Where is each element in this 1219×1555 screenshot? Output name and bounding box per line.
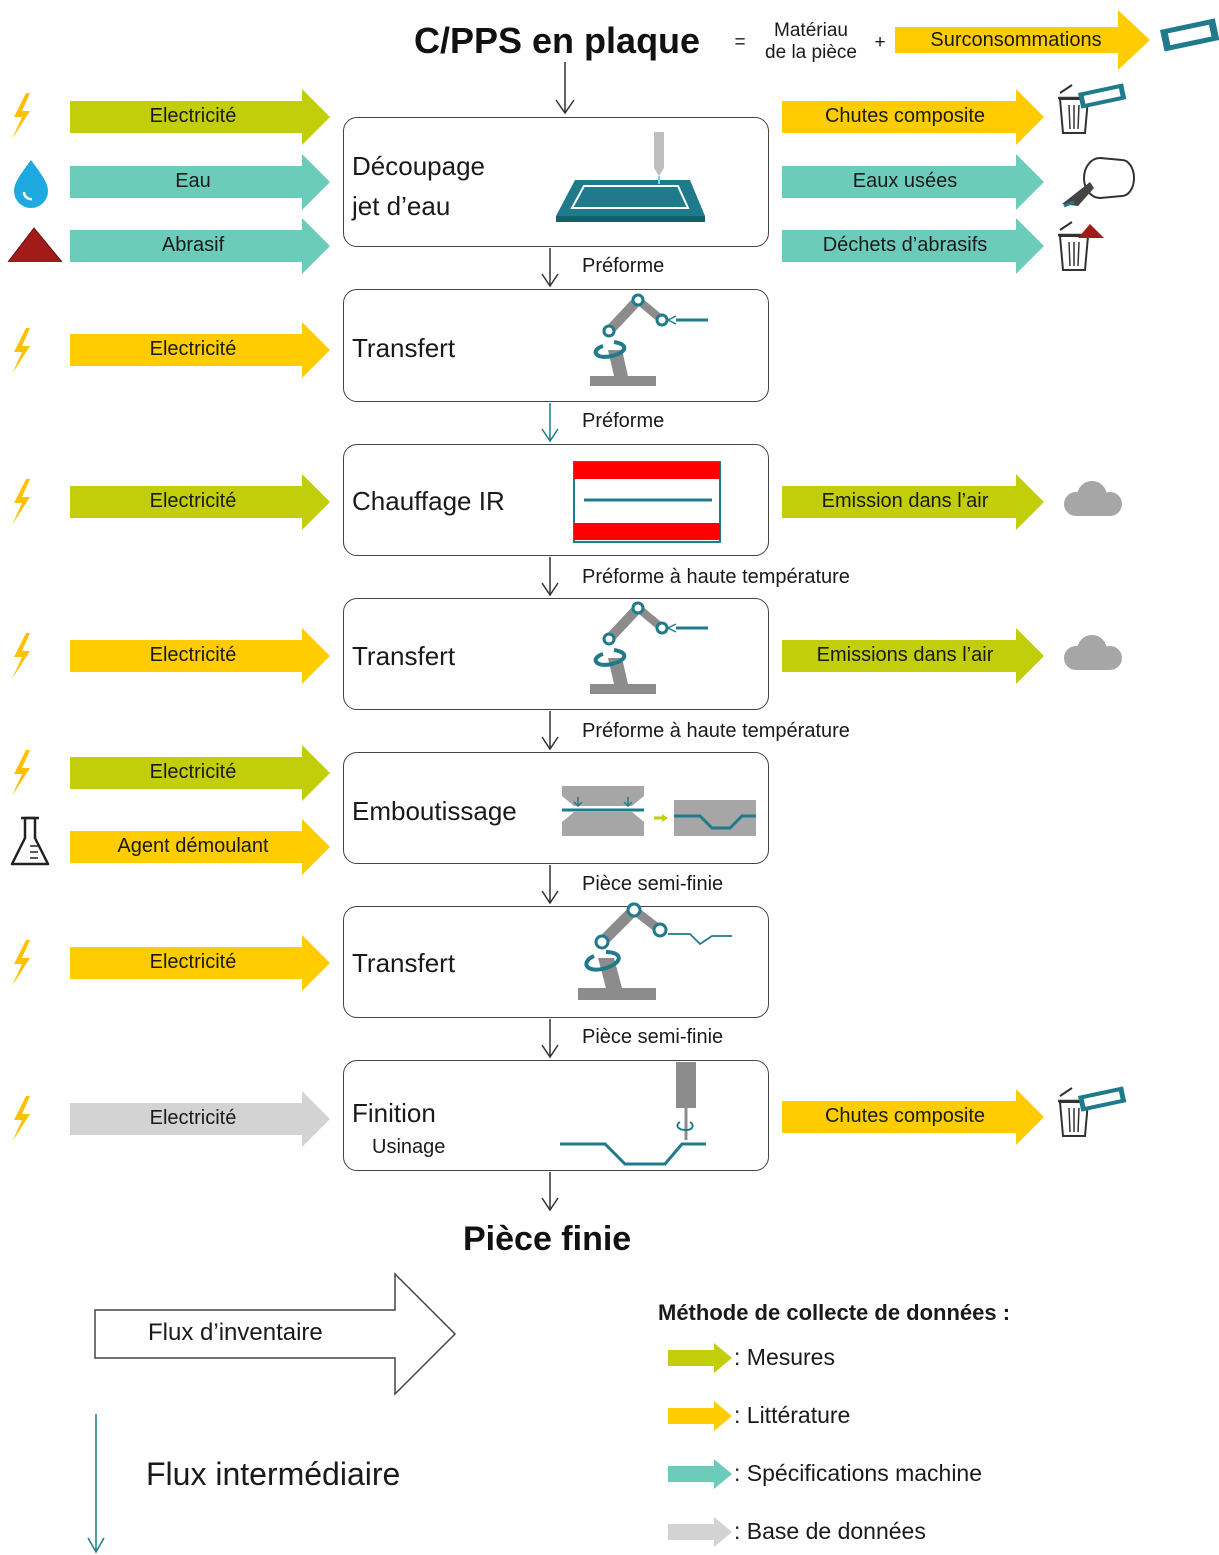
composite-plate-icon <box>1160 18 1219 52</box>
input-flow-arrow <box>70 322 330 378</box>
legend-intermediate-label: Flux intermédiaire <box>146 1456 401 1492</box>
flow-arrow-2 <box>541 403 559 443</box>
flow-arrow-5 <box>541 865 559 905</box>
step-label-transfert-3: Transfert <box>352 948 456 978</box>
output-flow-label: Emissions dans l’air <box>816 644 994 666</box>
output-flow-arrow <box>782 218 1044 274</box>
material-line2: de la pièce <box>765 42 857 63</box>
step-label-finition: Finition <box>352 1098 436 1128</box>
output-flow-arrow <box>782 628 1044 684</box>
output-flow-label: Emission dans l’air <box>821 490 989 512</box>
lightning-icon <box>12 93 30 139</box>
flask-icon <box>10 816 50 866</box>
input-flow-label: Electricité <box>149 338 237 360</box>
input-flow-arrow <box>70 154 330 210</box>
step-box-transfert-1 <box>343 289 769 402</box>
connector-label-2: Préforme <box>582 410 665 432</box>
diagram-title: C/PPS en plaque <box>414 20 701 61</box>
flow-arrow-6 <box>541 1019 559 1059</box>
input-flow-label: Electricité <box>149 951 237 973</box>
output-flow-arrow <box>782 474 1044 530</box>
trash-bin-icon <box>1056 221 1104 272</box>
legend-item-base: : Base de données <box>734 1518 926 1544</box>
legend-item-mesures: : Mesures <box>734 1344 835 1370</box>
output-flow-arrow <box>782 154 1044 210</box>
abrasive-pile-icon <box>7 227 63 263</box>
step-label-emboutissage: Emboutissage <box>352 796 517 826</box>
legend-swatch-mesures <box>668 1343 732 1373</box>
legend-title: Méthode de collecte de données : <box>658 1300 1011 1325</box>
material-line1: Matériau <box>774 20 848 41</box>
legend-item-litterature: : Littérature <box>734 1402 851 1428</box>
input-flow-arrow <box>70 745 330 801</box>
flow-arrow-4 <box>541 711 559 751</box>
output-flow-label: Chutes composite <box>824 105 986 127</box>
material-label: Matériau de la pièce <box>755 20 867 64</box>
output-flow-label: Déchets d’abrasifs <box>822 234 988 256</box>
input-flow-arrow <box>70 89 330 145</box>
step-label-line1: Découpage <box>352 151 485 181</box>
flow-arrow-1 <box>541 248 559 288</box>
step-box-transfert-3 <box>343 906 769 1018</box>
step-label-decoupage: Découpage jet d’eau <box>352 146 485 226</box>
equals-sign: = <box>734 32 746 53</box>
legend-swatch-specifications <box>668 1459 732 1489</box>
output-flow-arrow <box>782 1089 1044 1145</box>
input-flow-label: Electricité <box>149 761 237 783</box>
step-label-line2: jet d’eau <box>352 191 451 221</box>
final-product-label: Pièce finie <box>463 1220 632 1258</box>
input-flow-label: Electricité <box>149 644 237 666</box>
overconsumption-arrow <box>895 10 1150 70</box>
lightning-icon <box>12 750 30 796</box>
output-flow-label: Chutes composite <box>824 1105 986 1127</box>
output-flow-label: Eaux usées <box>852 170 958 192</box>
step-label-transfert-1: Transfert <box>352 333 456 363</box>
lightning-icon <box>12 940 30 986</box>
input-flow-arrow <box>70 1091 330 1147</box>
step-label-transfert-2: Transfert <box>352 641 456 671</box>
trash-bin-icon <box>1056 1086 1127 1138</box>
lightning-icon <box>12 479 30 525</box>
legend-inventory-label: Flux d’inventaire <box>148 1319 323 1346</box>
output-flow-arrow <box>782 89 1044 145</box>
step-label-chauffage: Chauffage IR <box>352 486 505 516</box>
input-flow-arrow <box>70 819 330 875</box>
wastewater-pipe-icon <box>1062 157 1135 208</box>
cloud-icon <box>1064 635 1122 670</box>
lightning-icon <box>12 328 30 374</box>
overconsumption-label: Surconsommations <box>930 29 1102 51</box>
input-flow-arrow <box>70 628 330 684</box>
legend-inventory-arrow <box>94 1272 457 1396</box>
input-flow-arrow <box>70 935 330 991</box>
flow-arrow-3 <box>541 557 559 597</box>
lightning-icon <box>12 1096 30 1142</box>
connector-label-6: Pièce semi-finie <box>582 1026 724 1048</box>
connector-label-1: Préforme <box>582 255 665 277</box>
input-flow-label: Electricité <box>149 105 237 127</box>
input-flow-arrow <box>70 474 330 530</box>
connector-label-3: Préforme à haute température <box>582 566 850 588</box>
cloud-icon <box>1064 481 1122 516</box>
plus-sign: + <box>874 32 886 53</box>
input-flow-label: Agent démoulant <box>117 835 269 857</box>
input-flow-label: Electricité <box>149 490 237 512</box>
input-flow-label: Electricité <box>149 1107 237 1129</box>
trash-bin-icon <box>1056 83 1127 135</box>
legend-item-specifications: : Spécifications machine <box>734 1460 983 1486</box>
flow-arrow-7 <box>541 1172 559 1212</box>
legend-swatch-litterature <box>668 1401 732 1431</box>
step-sublabel-usinage: Usinage <box>372 1136 446 1158</box>
connector-label-5: Pièce semi-finie <box>582 873 724 895</box>
input-flow-label: Abrasif <box>161 234 225 256</box>
legend-swatch-base <box>668 1517 732 1547</box>
connector-label-4: Préforme à haute température <box>582 720 850 742</box>
lightning-icon <box>12 633 30 679</box>
water-drop-icon <box>14 160 48 208</box>
input-flow-label: Eau <box>175 170 211 192</box>
input-flow-arrow <box>70 218 330 274</box>
